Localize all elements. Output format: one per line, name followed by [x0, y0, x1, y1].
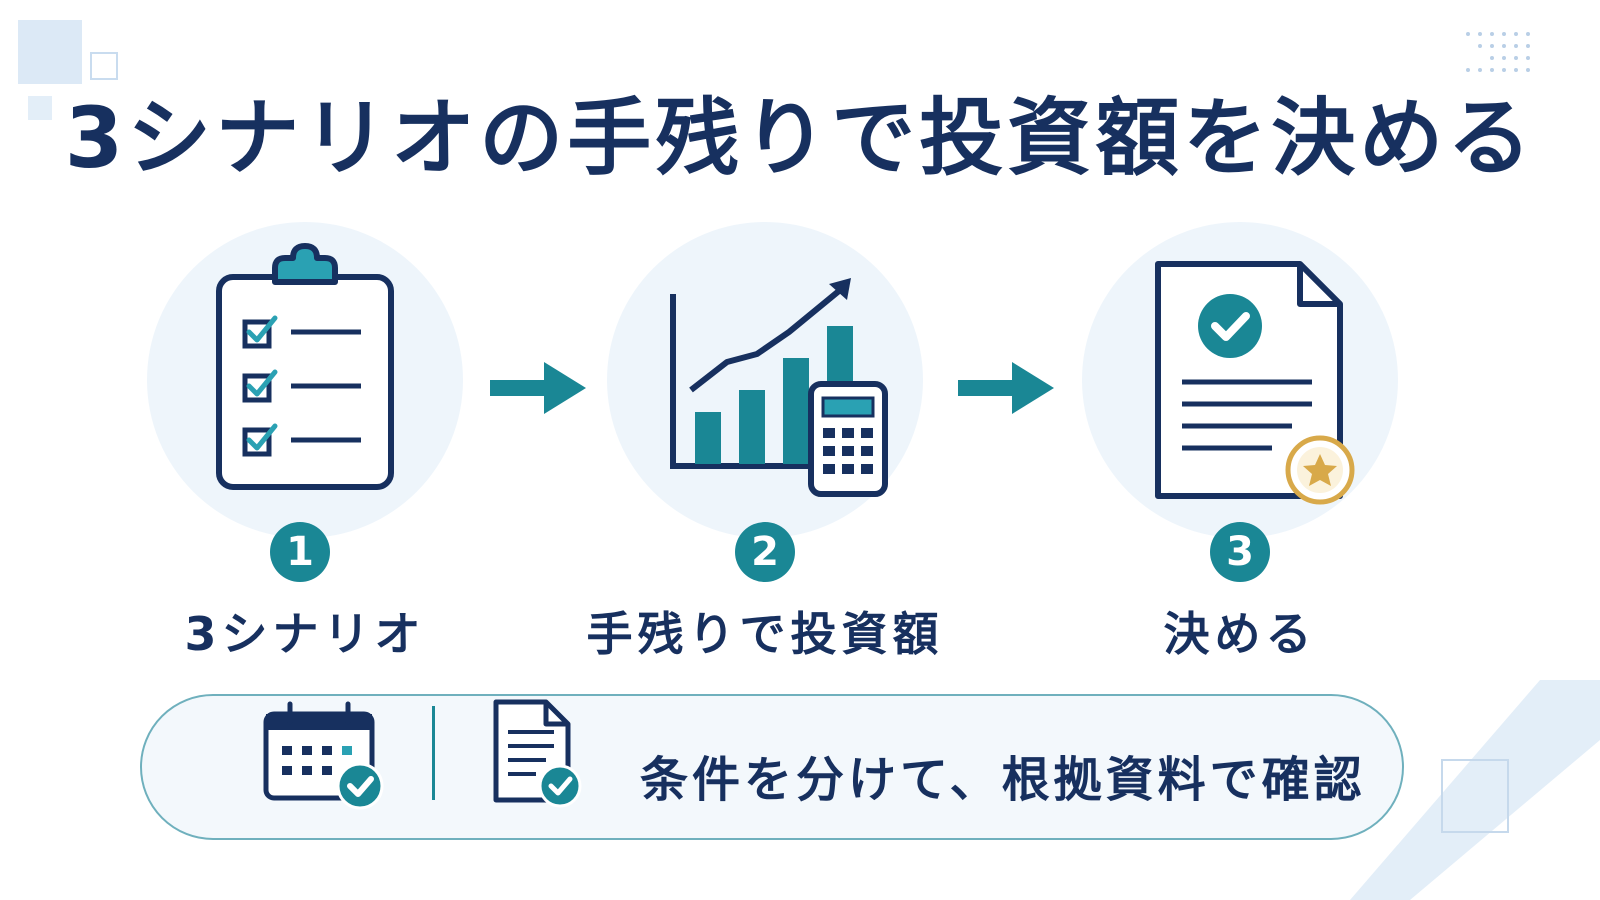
step-2-icon-circle: [607, 222, 923, 538]
step-decide: [1075, 222, 1405, 538]
step-1-label: 3シナリオ: [184, 607, 426, 661]
page-title: 3シナリオの手残りで投資額を決める: [64, 89, 1536, 187]
step-1-icon-circle: [147, 222, 463, 538]
footer-note-text: 条件を分けて、根拠資料で確認: [640, 752, 1366, 808]
dot-grid-decoration: [1466, 32, 1530, 72]
clipboard-checklist-icon: [216, 243, 394, 490]
footer-divider: [432, 706, 435, 800]
step-3-number-badge: 3: [1210, 522, 1270, 582]
step-investment: [600, 222, 930, 538]
corner-decoration-bottom-right: [1350, 680, 1600, 900]
step-3-icon-circle: [1082, 222, 1398, 538]
document-check-icon: [493, 699, 582, 808]
arrow-right-icon: [490, 362, 586, 414]
corner-decoration-top-left: [18, 20, 82, 84]
step-2-label: 手残りで投資額: [586, 607, 944, 661]
chart-calculator-icon: [670, 278, 888, 497]
corner-decoration-square-outline: [90, 52, 118, 80]
step-2-number-badge: 2: [735, 522, 795, 582]
approved-document-icon: [1155, 261, 1355, 505]
calendar-check-icon: [263, 701, 384, 810]
step-1-number-badge: 1: [270, 522, 330, 582]
step-scenarios: [140, 222, 470, 538]
arrow-right-icon: [958, 362, 1054, 414]
corner-decoration-small-square: [28, 96, 52, 120]
step-3-label: 決める: [1163, 607, 1317, 661]
